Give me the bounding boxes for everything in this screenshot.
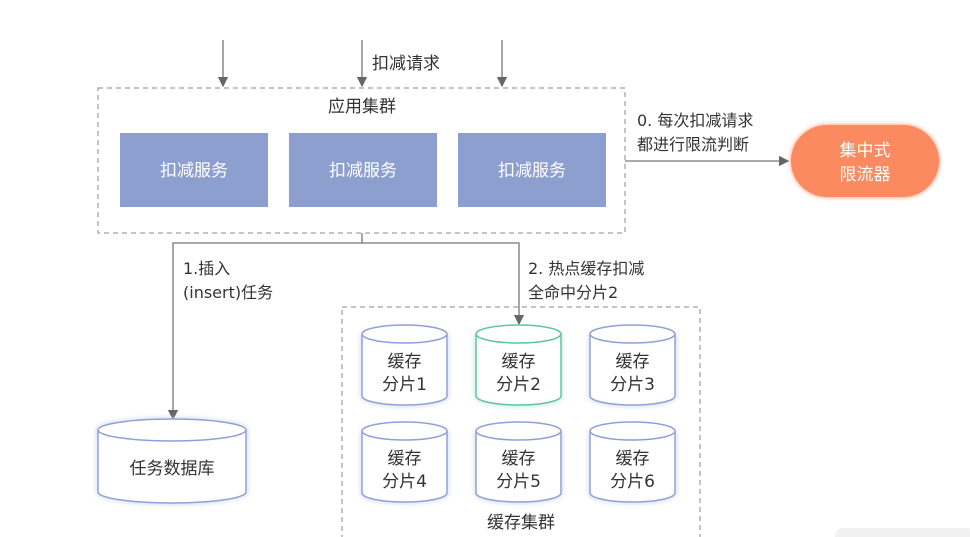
cache-arrow xyxy=(362,242,525,326)
deduct-service xyxy=(289,133,437,207)
limit-edge-label-2: 都进行限流判断 xyxy=(637,135,749,154)
cylinder-body xyxy=(589,334,676,406)
cache-shard-label: 分片3 xyxy=(610,375,655,395)
deduct-service-label: 扣减服务 xyxy=(160,161,228,181)
insert-arrow xyxy=(167,233,363,421)
cache-cluster xyxy=(341,306,701,537)
deduct-service xyxy=(120,133,268,207)
cache-shard-label: 分片5 xyxy=(496,472,541,492)
cylinder-body xyxy=(589,431,676,503)
cache-shard-label: 分片2 xyxy=(496,375,541,395)
cylinder-body xyxy=(475,431,562,503)
task-database xyxy=(97,418,247,504)
central-limiter xyxy=(791,125,939,197)
cache-shard-label: 缓存 xyxy=(388,352,422,372)
cache-shard-label: 分片1 xyxy=(382,375,427,395)
cache-shard-label: 缓存 xyxy=(502,352,536,372)
deduct-service-label: 扣减服务 xyxy=(329,161,397,181)
cylinder-top xyxy=(589,324,676,344)
limiter-label-1: 集中式 xyxy=(840,141,891,161)
cache-shard-label: 分片4 xyxy=(382,472,427,492)
cache-shard-label: 缓存 xyxy=(502,449,536,469)
app-cluster-title: 应用集群 xyxy=(328,97,396,117)
cache-shard-label: 缓存 xyxy=(616,449,650,469)
cache-edge-label-1: 2. 热点缓存扣减 xyxy=(528,259,644,278)
cylinder-body xyxy=(475,334,562,406)
cache-shard-label: 缓存 xyxy=(616,352,650,372)
cache-edge-label-2: 全命中分片2 xyxy=(528,283,618,302)
cache-shard-label: 缓存 xyxy=(388,449,422,469)
cache-cluster-title: 缓存集群 xyxy=(487,513,555,533)
cylinder-top xyxy=(475,324,562,344)
cylinder-top xyxy=(475,421,562,441)
insert-edge-label-1: 1.插入 xyxy=(183,259,230,278)
cylinder-top xyxy=(361,421,448,441)
input-arrows xyxy=(217,40,508,88)
app-cluster xyxy=(97,87,626,234)
cylinder-top xyxy=(589,421,676,441)
deduct-service-label: 扣减服务 xyxy=(498,161,566,181)
database-label: 任务数据库 xyxy=(130,459,215,479)
cylinder-body xyxy=(361,334,448,406)
limit-edge-label-1: 0. 每次扣减请求 xyxy=(637,111,753,130)
deduct-service xyxy=(458,133,606,207)
input-label: 扣减请求 xyxy=(372,54,440,74)
insert-edge-label-2: (insert)任务 xyxy=(183,283,273,302)
limiter-label-2: 限流器 xyxy=(840,165,891,185)
cylinder-top xyxy=(361,324,448,344)
down-edges xyxy=(167,233,525,421)
cache-shard-label: 分片6 xyxy=(610,472,655,492)
floating-toolbar xyxy=(835,528,970,537)
cylinder-body xyxy=(361,431,448,503)
